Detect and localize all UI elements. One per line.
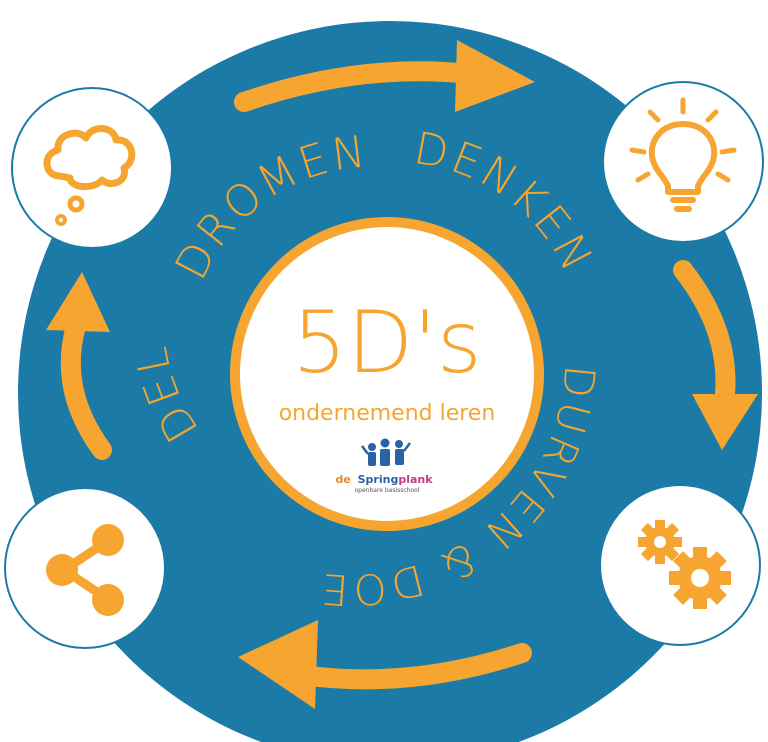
logo-name-a: Spring [358,473,399,486]
logo-name-b: plank [398,473,433,486]
badge-denken [602,81,764,243]
arrow-top [234,40,535,112]
arrow-right [673,260,758,450]
school-logo: de Springplank openbare basisschool [335,438,433,494]
logo-prefix: de [335,473,350,486]
svg-text:de Springplank: de Springplank [335,473,433,486]
lightbulb-icon [629,97,737,212]
gears-icon [638,520,731,609]
thought-cloud-icon [43,125,136,226]
badge-durven-doen [599,484,761,646]
center-subtitle: ondernemend leren [279,401,496,426]
badge-dromen [11,87,173,249]
arrow-left [46,272,112,460]
arrow-bottom [238,620,532,709]
center-title: 5D's [292,293,481,393]
badge-delen [4,487,166,649]
children-figures-icon [361,438,411,466]
share-icon [46,524,124,616]
logo-tagline: openbare basisschool [354,487,419,494]
center-circle [230,217,544,531]
